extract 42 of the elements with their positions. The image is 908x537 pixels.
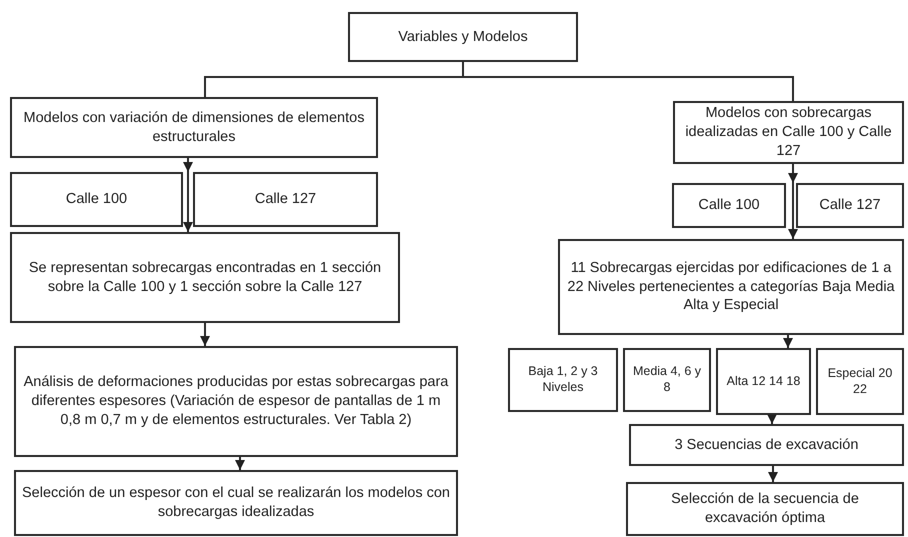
arrow <box>788 164 798 239</box>
process-box <box>10 172 183 227</box>
box-text: Modelos con sobrecargas idealizadas en Calle 100 y Calle 127 <box>684 104 893 161</box>
box-text: Selección de un espesor con el cual se realizarán los modelos con sobrecargas idealizadas <box>22 484 450 522</box>
box-text: Se representan sobrecargas encontradas en 1 sección sobre la Calle 100 y 1 sección sobre la Calle 127 <box>28 258 382 296</box>
box-text: Análisis de deformaciones producidas por estas sobrecargas para diferentes espesores (Variación de espesor de pantallas de 1 m 0,8 m 0,7 m y de elementos estructurales. Ver Tabla 2) <box>22 373 450 430</box>
box-text: Especial 20 22 <box>826 366 894 398</box>
process-box <box>10 232 400 323</box>
arrow <box>768 466 778 482</box>
process-box <box>558 239 904 335</box>
box-text: Media 4, 6 y 8 <box>632 364 702 396</box>
box-text: 11 Sobrecargas ejercidas por edificaciones de 1 a 22 Niveles pertenecientes a categorías Baja Media Alta y Especial <box>566 258 896 316</box>
process-box <box>673 101 904 164</box>
box-text: Variables y Modelos <box>398 28 528 46</box>
box-text: Modelos con variación de dimensiones de elementos estructurales <box>22 108 366 146</box>
arrow <box>235 457 245 470</box>
arrow <box>200 323 210 346</box>
box-text: Baja 1, 2 y 3 Niveles <box>527 364 599 396</box>
process-box <box>508 348 618 412</box>
process-box <box>623 348 711 412</box>
arrow <box>783 335 793 348</box>
arrow <box>767 414 777 424</box>
box-text: Selección de la secuencia de excavación óptima <box>670 490 860 528</box>
process-box <box>716 348 811 415</box>
process-box <box>10 97 378 158</box>
process-box <box>816 348 904 415</box>
process-box <box>629 424 904 466</box>
process-box <box>672 183 786 228</box>
box-text: Calle 100 <box>698 196 760 215</box>
box-text: Alta 12 14 18 <box>726 374 800 390</box>
process-box <box>14 346 458 457</box>
box-text: 3 Secuencias de excavación <box>674 436 858 454</box>
box-text: Calle 127 <box>819 196 881 215</box>
process-box <box>348 12 578 62</box>
box-text: Calle 100 <box>66 190 128 209</box>
box-text: Calle 127 <box>254 190 316 209</box>
process-box <box>626 482 904 536</box>
arrow <box>183 158 193 232</box>
process-box <box>14 470 458 536</box>
process-box <box>193 172 378 227</box>
process-box <box>796 183 904 228</box>
connector-line <box>462 62 794 101</box>
